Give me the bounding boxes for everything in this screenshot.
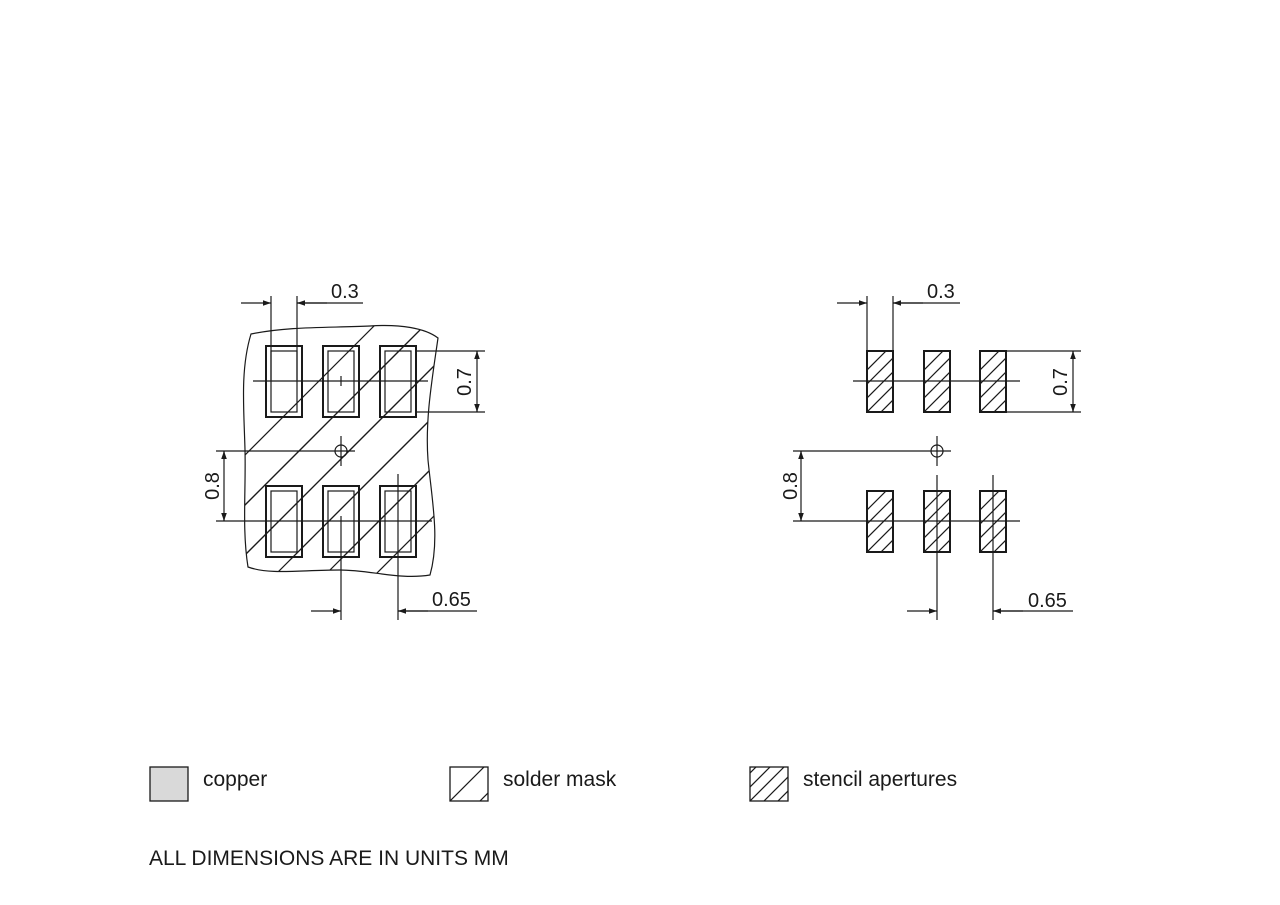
right-view: 0.3 0.7 0.8 0.65 (780, 281, 1081, 620)
stencil-aperture-1 (866, 350, 894, 413)
legend-solder-mask-label: solder mask (503, 768, 617, 791)
legend-stencil: stencil apertures (749, 766, 957, 802)
left-origin-marker (334, 444, 348, 458)
legend: copper solder mask stencil apertures (149, 766, 957, 802)
stencil-aperture-3 (979, 350, 1007, 413)
right-dim-pad-width: 0.3 (927, 281, 955, 303)
left-dim-pad-height: 0.7 (454, 368, 476, 396)
solder-mask-swatch (449, 766, 489, 802)
left-dim-pad-width: 0.3 (331, 281, 359, 303)
right-dim-pitch: 0.65 (1028, 590, 1067, 612)
stencil-aperture-2 (923, 350, 951, 413)
legend-copper: copper (149, 766, 267, 802)
legend-copper-label: copper (203, 768, 267, 791)
right-dim-row-offset: 0.8 (780, 472, 802, 500)
stencil-aperture-4 (866, 490, 894, 553)
left-dim-pitch: 0.65 (432, 589, 471, 611)
stencil-aperture-5 (923, 490, 951, 553)
right-origin-marker (930, 444, 944, 458)
left-view: 0.3 0.7 0.8 0.65 (202, 281, 485, 620)
stencil-swatch (749, 766, 789, 802)
right-dim-pad-height: 0.7 (1050, 368, 1072, 396)
solder-mask-hatch (243, 325, 438, 577)
solder-mask-outline (242, 324, 439, 577)
copper-swatch (149, 766, 189, 802)
left-dim-row-offset: 0.8 (202, 472, 224, 500)
legend-stencil-label: stencil apertures (803, 768, 957, 791)
units-note: ALL DIMENSIONS ARE IN UNITS MM (149, 847, 509, 870)
stencil-aperture-6 (979, 490, 1007, 553)
legend-solder-mask: solder mask (449, 766, 617, 802)
